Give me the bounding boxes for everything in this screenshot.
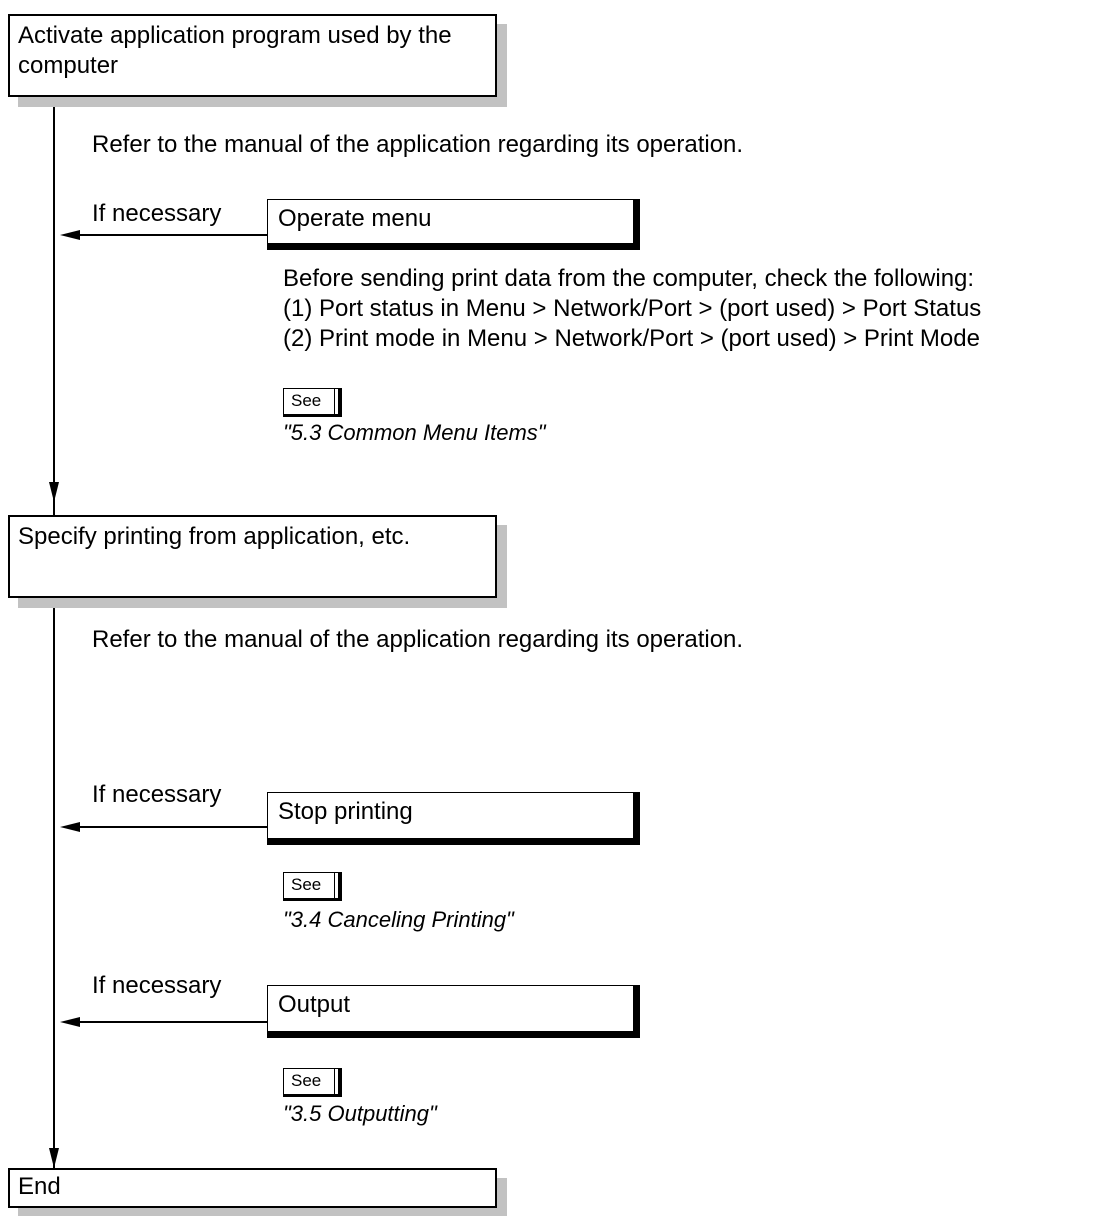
check-port-status: (1) Port status in Menu > Network/Port >…	[283, 295, 982, 322]
refer-note-1: Refer to the manual of the application r…	[92, 131, 744, 158]
step-end-label: End	[18, 1173, 61, 1200]
ref-canceling: "3.4 Canceling Printing"	[283, 907, 514, 932]
book-icon: See	[291, 875, 322, 894]
operate-menu-box: Operate menu	[267, 199, 640, 250]
branch-line-2	[78, 826, 268, 828]
step-activate-label: Activate application program used by the…	[18, 22, 452, 79]
branch-arrow-2	[60, 822, 80, 832]
stop-printing-label: Stop printing	[278, 798, 413, 825]
ref-outputting: "3.5 Outputting"	[283, 1101, 437, 1126]
arrow-down-to-specify	[49, 482, 59, 502]
if-necessary-label-1: If necessary	[92, 200, 222, 227]
step-specify-label: Specify printing from application, etc.	[18, 523, 411, 550]
step-activate-box: Activate application program used by the…	[8, 14, 497, 97]
refer-note-2: Refer to the manual of the application r…	[92, 626, 744, 653]
see-badge-1: See	[283, 388, 342, 417]
step-specify-box: Specify printing from application, etc.	[8, 515, 497, 598]
if-necessary-label-3: If necessary	[92, 972, 222, 999]
branch-line-3	[78, 1021, 268, 1023]
branch-arrow-1	[60, 230, 80, 240]
before-sending-note: Before sending print data from the compu…	[283, 265, 975, 292]
see-badge-2: See	[283, 872, 342, 901]
output-label: Output	[278, 991, 351, 1018]
stop-printing-box: Stop printing	[267, 792, 640, 845]
if-necessary-label-2: If necessary	[92, 781, 222, 808]
branch-arrow-3	[60, 1017, 80, 1027]
output-box: Output	[267, 985, 640, 1038]
check-print-mode: (2) Print mode in Menu > Network/Port > …	[283, 325, 980, 352]
step-end-box: End	[8, 1168, 497, 1208]
see-badge-3: See	[283, 1068, 342, 1097]
branch-line-1	[78, 234, 268, 236]
arrow-down-to-end	[49, 1148, 59, 1168]
operate-menu-label: Operate menu	[278, 205, 432, 232]
ref-common-menu: "5.3 Common Menu Items"	[283, 420, 546, 445]
book-icon: See	[291, 391, 322, 410]
book-icon: See	[291, 1071, 322, 1090]
main-flow-line	[53, 97, 55, 1169]
